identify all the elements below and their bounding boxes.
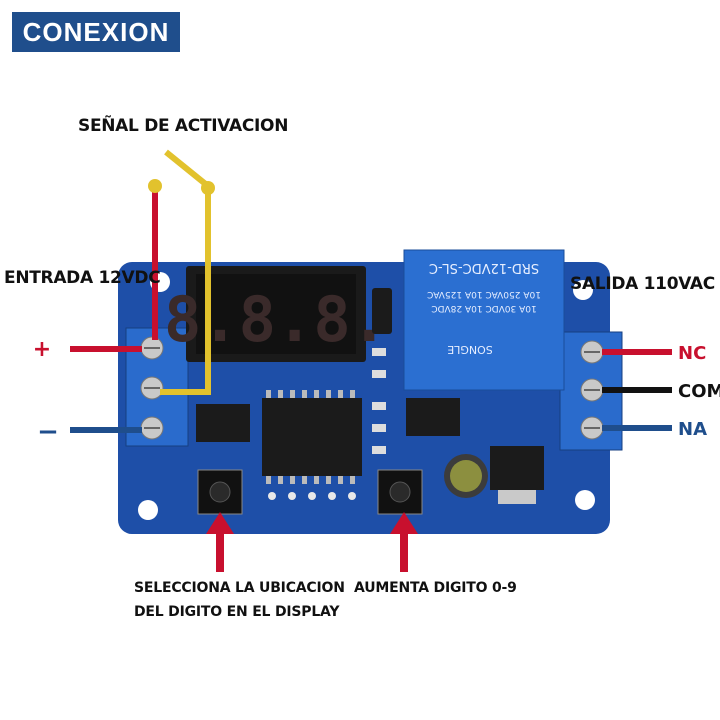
label-output: SALIDA 110VAC	[570, 274, 715, 294]
arrow-left-button	[206, 512, 234, 572]
increment-digit-button[interactable]	[377, 469, 423, 515]
label-minus: −	[37, 417, 59, 447]
label-na: NA	[678, 419, 707, 440]
wire-signal-yellow	[160, 190, 211, 395]
label-select-line1: SELECCIONA LA UBICACION	[134, 580, 345, 596]
relay-model: SRD-12VDC-SL-C	[429, 260, 539, 275]
display-digits: 8.8.8.	[164, 283, 388, 356]
mounting-hole	[575, 490, 595, 510]
label-nc: NC	[678, 343, 706, 364]
relay: SRD-12VDC-SL-C 10A 250VAC 10A 125VAC 10A…	[403, 249, 565, 391]
badge-title: CONEXION	[22, 16, 170, 47]
microcontroller-chip	[262, 390, 362, 484]
pad-row	[268, 492, 356, 500]
conexion-badge: CONEXION	[12, 12, 180, 52]
relay-rating-1: 10A 250VAC 10A 125VAC	[427, 289, 541, 299]
relay-brand: SONGLE	[447, 343, 493, 356]
label-increment: AUMENTA DIGITO 0-9	[354, 580, 517, 596]
arrow-right-button	[390, 512, 418, 572]
mounting-hole	[138, 500, 158, 520]
capacitor	[444, 454, 488, 498]
label-select-line2: DEL DIGITO EN EL DISPLAY	[134, 604, 340, 620]
signal-switch-lever	[164, 149, 210, 189]
seven-segment-display: 8.8.8.	[164, 266, 388, 362]
label-plus: +	[33, 337, 51, 362]
mounting-hole	[573, 280, 593, 300]
optocoupler	[196, 404, 250, 442]
voltage-regulator	[490, 446, 544, 504]
label-input: ENTRADA 12VDC	[4, 268, 161, 288]
label-com: COM	[678, 381, 720, 402]
select-digit-button[interactable]	[197, 469, 243, 515]
smd-components	[372, 348, 386, 454]
transistor	[372, 288, 392, 334]
label-signal: SEÑAL DE ACTIVACION	[78, 116, 289, 136]
optocoupler	[406, 398, 460, 436]
signal-terminal-dot	[148, 179, 162, 193]
relay-rating-2: 10A 30VDC 10A 28VDC	[431, 303, 536, 313]
